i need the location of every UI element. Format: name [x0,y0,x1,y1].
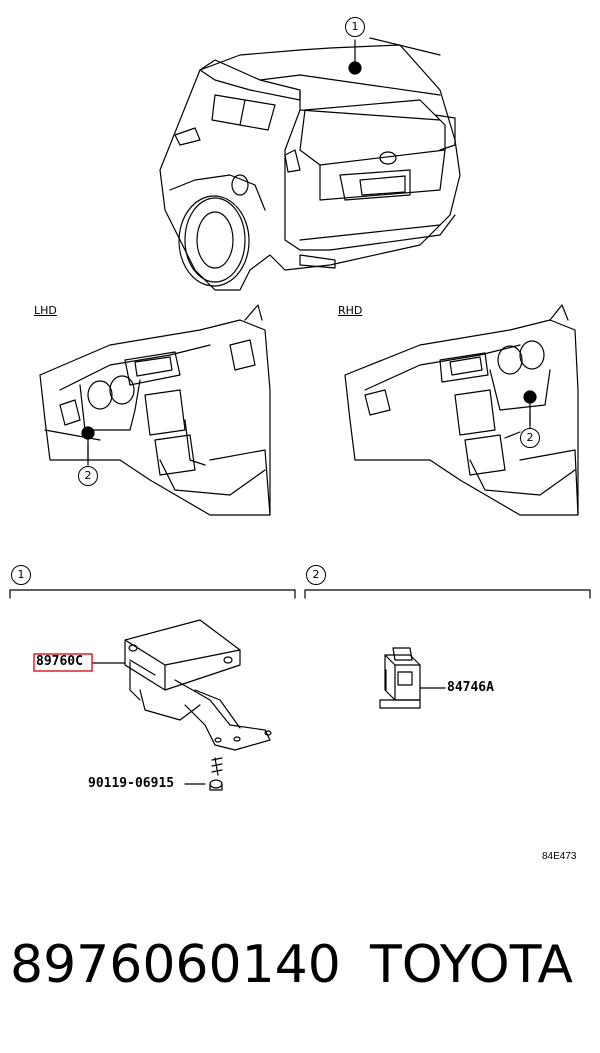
part-label-bolt: 90119-06915 [88,776,175,791]
callout-2-rhd: 2 [520,428,540,448]
caption-part-number: 8976060140 [10,935,341,995]
callout-1-vehicle: 1 [345,17,365,37]
diagram-reference-code: 84E473 [542,851,577,862]
callout-2-lhd: 2 [78,466,98,486]
caption: 8976060140 TOYOTA [0,935,600,1015]
control-module-illustration [124,619,272,751]
callout-1-section: 1 [11,565,31,585]
lhd-dashboard-illustration [39,304,271,516]
rhd-dashboard-illustration [344,304,579,516]
part-label-84746a: 84746A [447,680,494,695]
bolt-illustration [209,757,223,791]
caption-brand: TOYOTA [370,935,573,995]
lhd-label: LHD [34,304,57,317]
parts-diagram [9,37,591,791]
highlight-box [33,653,93,672]
rhd-label: RHD [338,304,363,317]
part-label-89760c: 89760C [36,654,83,669]
callout-2-section: 2 [306,565,326,585]
switch-illustration [379,647,421,709]
vehicle-rear-illustration [159,37,461,291]
